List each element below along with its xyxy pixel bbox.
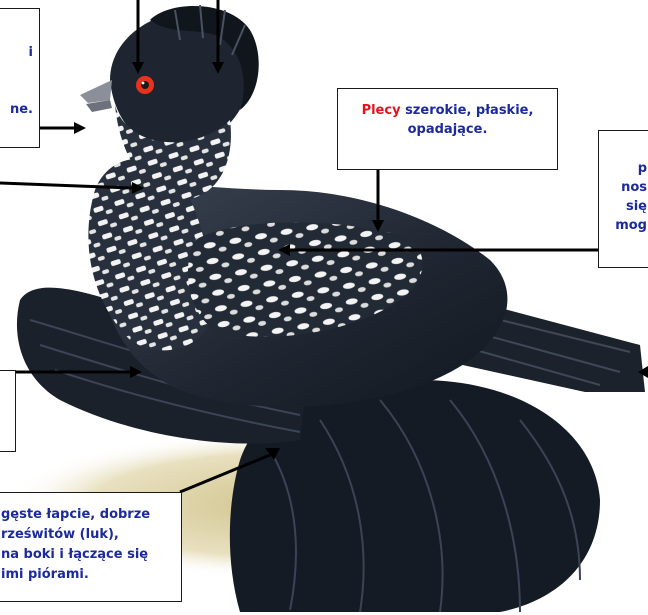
back-label-line-2: opadające. bbox=[342, 120, 553, 139]
feet-label-line-4: imi piórami. bbox=[1, 565, 181, 585]
feet-label-line-2: rześwitów (luk), bbox=[1, 525, 181, 545]
back-label-highlight: Plecy bbox=[362, 103, 401, 118]
feet-label-box: gęste łapcie, dobrze rześwitów (luk), na… bbox=[0, 492, 182, 602]
beak-label-line-1: i bbox=[0, 43, 33, 62]
feet-label-line-3: na boki i łączące się bbox=[1, 545, 181, 565]
back-label-box: Plecy szerokie, płaskie, opadające. bbox=[337, 88, 558, 170]
beak-label-box: i ne. bbox=[0, 8, 40, 148]
back-label-rest: szerokie, płaskie, bbox=[401, 103, 534, 118]
beak-label-line-4: ne. bbox=[0, 100, 33, 119]
beak bbox=[80, 80, 112, 103]
right-label-box: p nos się mog bbox=[598, 130, 648, 268]
right-label-line-2: nos bbox=[599, 178, 647, 197]
right-label-line-1: p bbox=[599, 159, 647, 178]
left-mid-label-box bbox=[0, 370, 16, 452]
right-label-line-3: się bbox=[599, 197, 647, 216]
beak-label-line-3 bbox=[0, 81, 33, 100]
feet-label-line-1: gęste łapcie, dobrze bbox=[1, 505, 181, 525]
beak-label-line-2 bbox=[0, 62, 33, 81]
right-label-line-4: mog bbox=[599, 216, 647, 235]
